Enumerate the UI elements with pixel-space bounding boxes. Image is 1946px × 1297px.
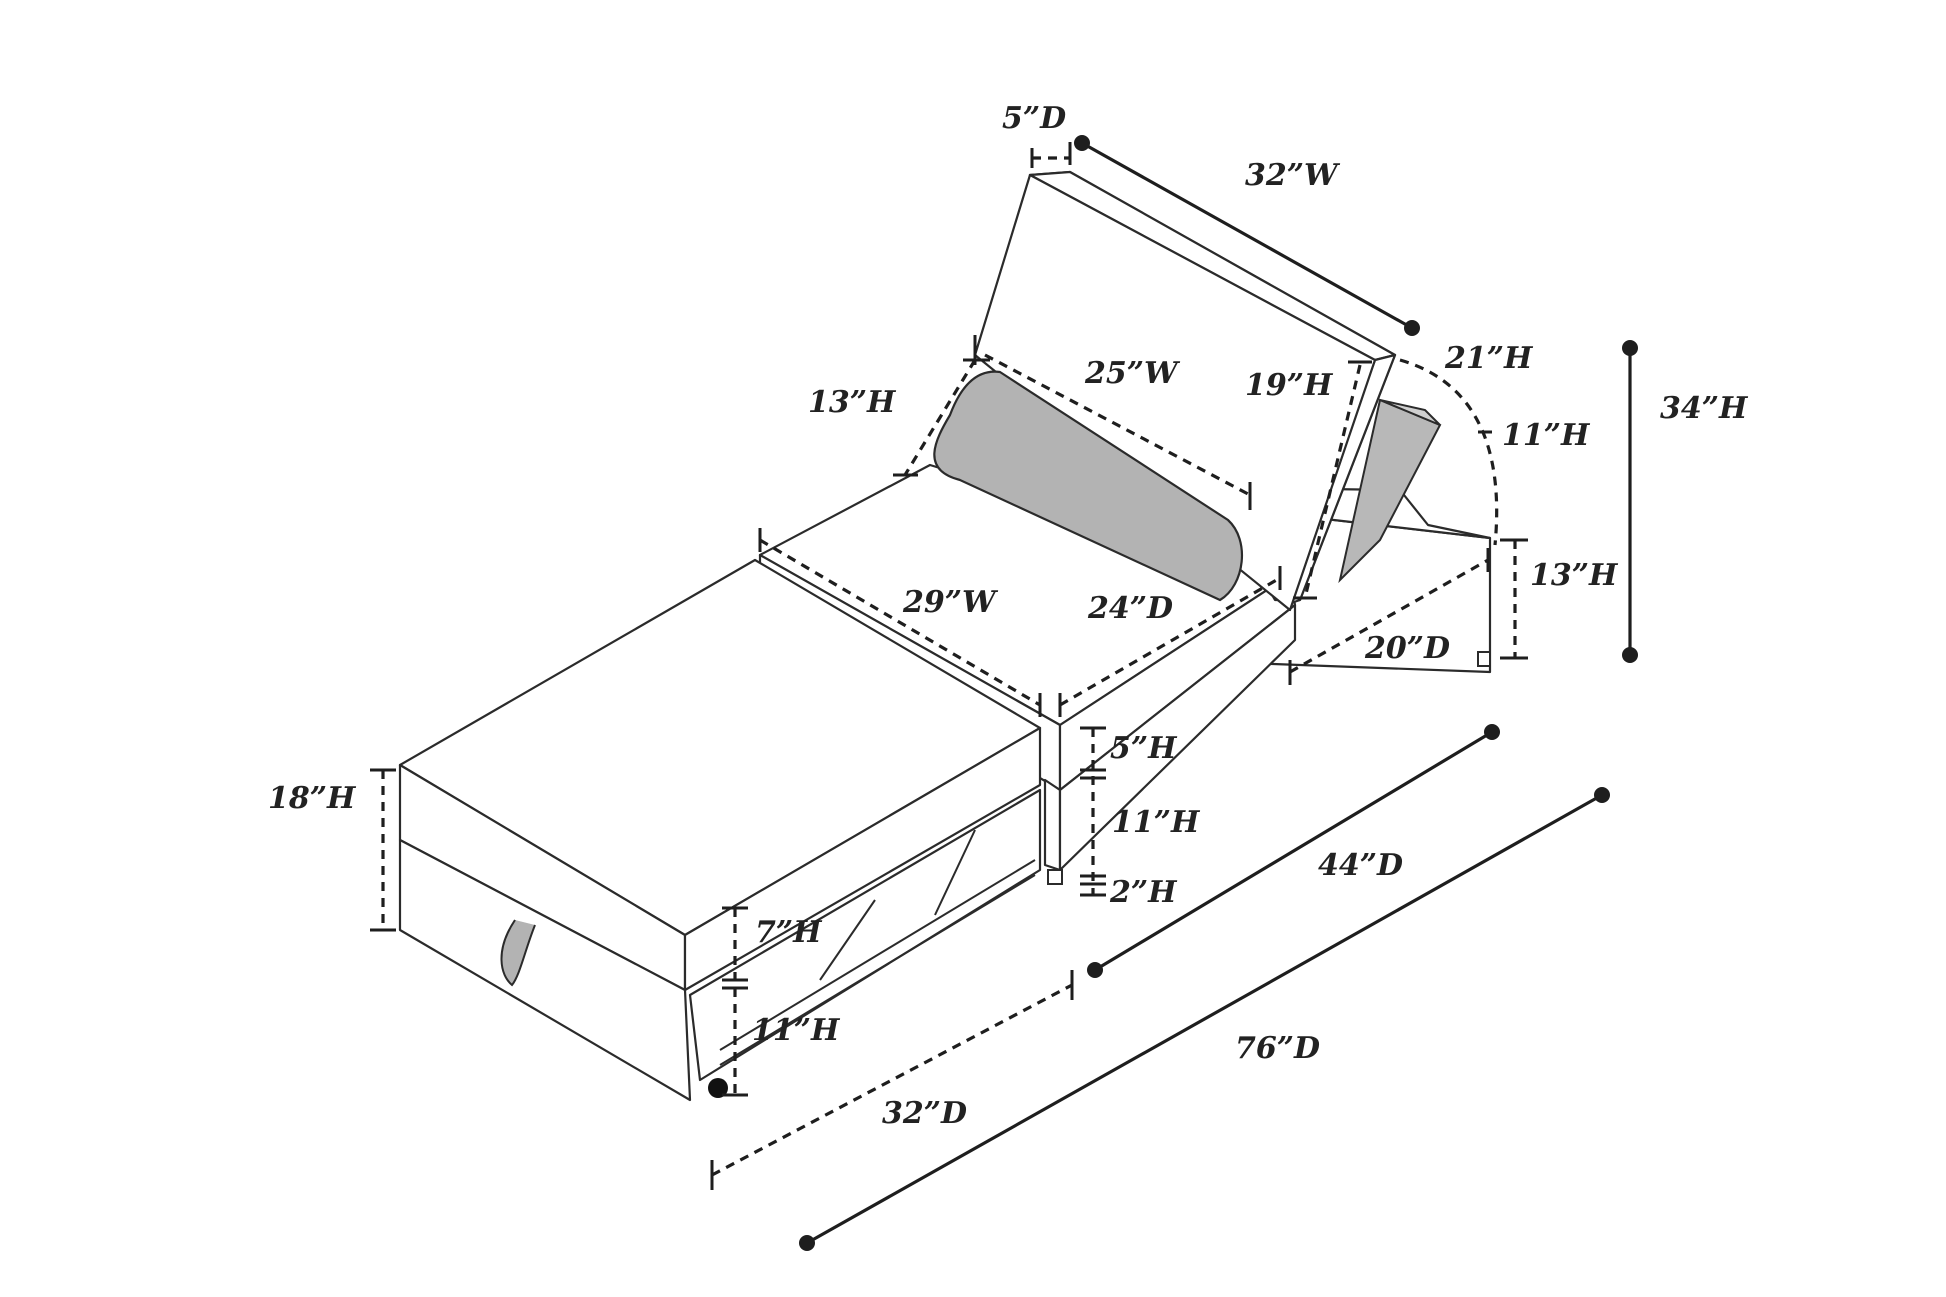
label-seat-width: 29”W [902, 585, 999, 620]
label-fold-height: 11”H [1502, 418, 1591, 453]
label-pillow-width: 25”W [1084, 356, 1181, 391]
backrest-panel [973, 170, 1397, 612]
ottoman [398, 558, 1042, 1102]
label-ottoman-top-height: 7”H [755, 915, 823, 950]
label-frame-height: 11”H [1112, 805, 1201, 840]
label-back-height: 21”H [1444, 341, 1534, 376]
label-chair-depth: 44”D [1318, 848, 1403, 883]
dimension-lines [370, 135, 1638, 1251]
pillow [933, 370, 1244, 602]
label-upper-back-height: 19”H [1245, 368, 1334, 403]
dimension-labels: 5”D 32”W 21”H 34”H 11”H 13”H 25”W 19”H 1… [268, 101, 1749, 1131]
label-ottoman-bottom-height: 11”H [752, 1013, 841, 1048]
label-back-width: 32”W [1245, 158, 1341, 193]
label-ottoman-depth: 32”D [882, 1096, 967, 1131]
label-total-depth: 76”D [1235, 1031, 1320, 1066]
label-seat-depth: 24”D [1087, 591, 1173, 626]
back-rest-fold [1338, 398, 1442, 584]
label-overall-height: 34”H [1660, 391, 1749, 426]
chair-frame [1043, 603, 1491, 885]
label-pillow-height: 13”H [808, 385, 897, 420]
furniture-drawing [398, 170, 1492, 1102]
label-cushion-height: 5”H [1110, 731, 1178, 766]
label-rear-depth: 20”D [1364, 631, 1450, 666]
label-leg-height: 2”H [1109, 875, 1178, 910]
label-front-height: 18”H [268, 781, 357, 816]
label-base-height: 13”H [1530, 558, 1619, 593]
label-back-depth: 5”D [1002, 101, 1066, 136]
